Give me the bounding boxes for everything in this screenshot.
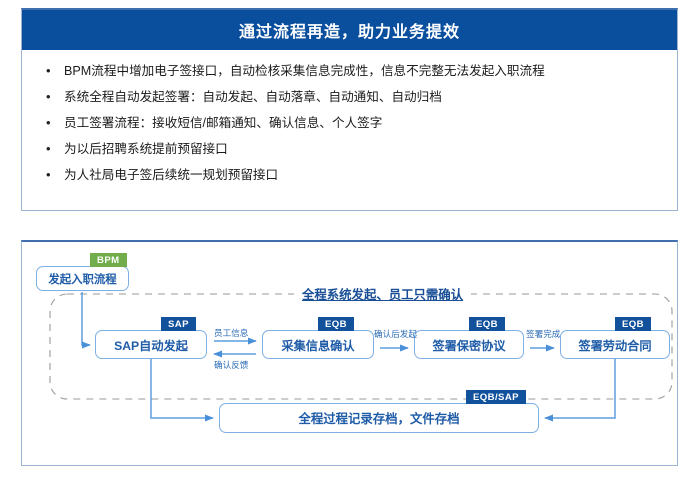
group-heading-label: 全程系统发起、员工只需确认 bbox=[302, 288, 464, 302]
bullet-list: • BPM流程中增加电子签接口，自动检核采集信息完成性，信息不完整无法发起入职流… bbox=[22, 58, 677, 188]
node-collect-confirm[interactable]: 采集信息确认 bbox=[262, 330, 374, 359]
bullet-text: 为以后招聘系统提前预留接口 bbox=[64, 142, 228, 156]
flow-diagram-panel: 全程系统发起、员工只需确认 BPM 发起入职流程 SAP SAP自动发起 EQB… bbox=[21, 240, 678, 466]
node-label: 签署劳动合同 bbox=[578, 338, 652, 353]
connector-contract-to-archive bbox=[544, 359, 616, 422]
flow-diagram-canvas: 全程系统发起、员工只需确认 BPM 发起入职流程 SAP SAP自动发起 EQB… bbox=[22, 242, 677, 466]
list-item: • BPM流程中增加电子签接口，自动检核采集信息完成性，信息不完整无法发起入职流… bbox=[22, 58, 677, 84]
page-title: 通过流程再造，助力业务提效 bbox=[238, 24, 460, 41]
bullet-marker: • bbox=[46, 167, 51, 182]
node-label: 签署保密协议 bbox=[432, 338, 506, 353]
system-tag-eqb-sap: EQB/SAP bbox=[466, 390, 526, 404]
bullet-text: 员工签署流程：接收短信/邮箱通知、确认信息、个人签字 bbox=[64, 116, 383, 130]
bullet-text: BPM流程中增加电子签接口，自动检核采集信息完成性，信息不完整无法发起入职流程 bbox=[64, 64, 545, 78]
node-sap-auto-start[interactable]: SAP自动发起 bbox=[95, 330, 207, 359]
group-dashed-container bbox=[49, 293, 673, 400]
system-tag-eqb-collect: EQB bbox=[318, 317, 354, 331]
system-tag-eqb-contract: EQB bbox=[615, 317, 651, 331]
bullet-marker: • bbox=[46, 63, 51, 78]
bullet-text: 为人社局电子签后续统一规划预留接口 bbox=[64, 168, 279, 182]
node-sign-contract[interactable]: 签署劳动合同 bbox=[560, 330, 670, 359]
bullet-text: 系统全程自动发起签署：自动发起、自动落章、自动通知、自动归档 bbox=[64, 90, 442, 104]
bullet-marker: • bbox=[46, 141, 51, 156]
connector-sap-to-archive bbox=[150, 359, 214, 422]
system-tag-sap: SAP bbox=[161, 317, 196, 331]
connector-label-confirm-feedback: 确认反馈 bbox=[214, 360, 249, 370]
slide-title-bar: 通过流程再造，助力业务提效 bbox=[22, 10, 677, 50]
connector-label-after-confirm: 确认后发起 bbox=[374, 329, 417, 339]
connector-label-sign-complete: 签署完成 bbox=[526, 329, 561, 339]
list-item: • 为人社局电子签后续统一规划预留接口 bbox=[22, 162, 677, 188]
connector-label-employee-info: 员工信息 bbox=[214, 328, 249, 338]
group-heading: 全程系统发起、员工只需确认 bbox=[294, 286, 472, 302]
system-tag-eqb-nda: EQB bbox=[469, 317, 505, 331]
node-label: SAP自动发起 bbox=[114, 338, 188, 353]
node-archive-records[interactable]: 全程过程记录存档，文件存档 bbox=[219, 403, 539, 433]
connector-layer bbox=[49, 292, 673, 422]
node-start-onboarding[interactable]: 发起入职流程 bbox=[36, 266, 129, 291]
list-item: • 系统全程自动发起签署：自动发起、自动落章、自动通知、自动归档 bbox=[22, 84, 677, 110]
bullet-marker: • bbox=[46, 89, 51, 104]
summary-panel: 通过流程再造，助力业务提效 • BPM流程中增加电子签接口，自动检核采集信息完成… bbox=[21, 8, 678, 211]
system-tag-bpm: BPM bbox=[90, 253, 127, 267]
bullet-marker: • bbox=[46, 115, 51, 130]
list-item: • 员工签署流程：接收短信/邮箱通知、确认信息、个人签字 bbox=[22, 110, 677, 136]
connector-start-to-sap bbox=[81, 292, 91, 349]
node-label: 发起入职流程 bbox=[48, 273, 117, 286]
node-sign-nda[interactable]: 签署保密协议 bbox=[414, 330, 524, 359]
node-label: 全程过程记录存档，文件存档 bbox=[298, 412, 460, 426]
node-label: 采集信息确认 bbox=[281, 338, 355, 353]
list-item: • 为以后招聘系统提前预留接口 bbox=[22, 136, 677, 162]
